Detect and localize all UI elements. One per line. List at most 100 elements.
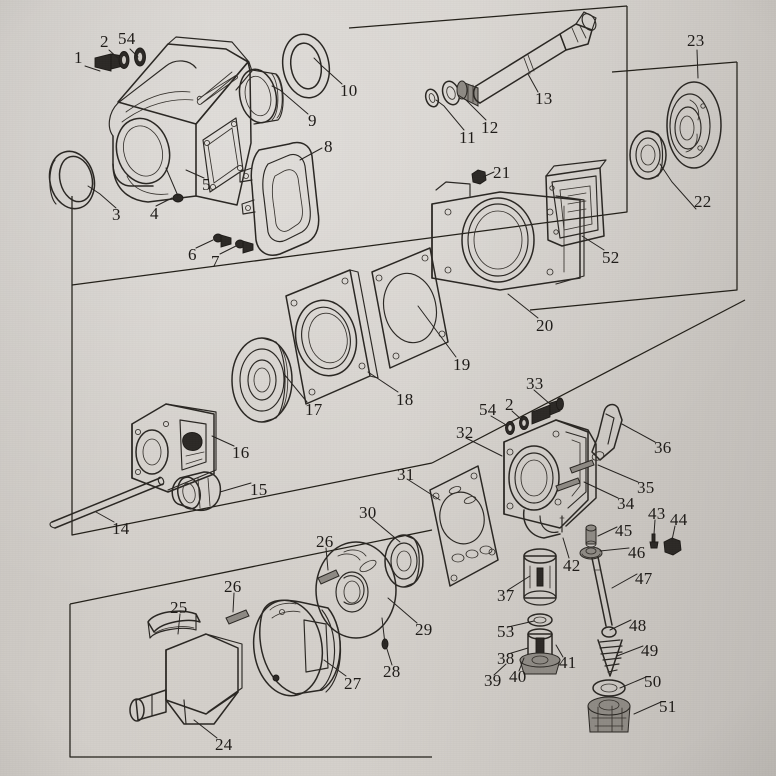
part-23-end-cap [666, 81, 722, 169]
part-20-cylinder-block [431, 181, 585, 291]
part-37-regulator [523, 548, 557, 606]
callout-3: 3 [112, 205, 121, 224]
callout-17: 17 [305, 400, 323, 419]
callout-42: 42 [563, 556, 580, 575]
part-54-washer [134, 47, 146, 67]
part-54b-washer [505, 421, 515, 435]
callout-8: 8 [324, 137, 333, 156]
callout-9: 9 [308, 111, 317, 130]
callout-26-a: 26 [316, 532, 333, 551]
callout-28: 28 [383, 662, 400, 681]
callout-35: 35 [637, 478, 654, 497]
callout-14: 14 [112, 519, 130, 538]
callout-29: 29 [415, 620, 432, 639]
panel-frames [69, 5, 746, 758]
part-22-bearing [629, 130, 667, 180]
callout-26-b: 26 [224, 577, 241, 596]
callout-45: 45 [615, 521, 632, 540]
part-31-gasket-plate [429, 465, 499, 587]
callout-53: 53 [497, 622, 514, 641]
part-47-valve-stem [591, 556, 613, 627]
group-middle-assembly [49, 247, 449, 529]
part-14-pin [49, 476, 165, 529]
part-16-rotor-housing [131, 403, 217, 493]
part-26a-pin [317, 569, 340, 585]
part-5-housing [108, 36, 253, 206]
part-36-trigger-lever [591, 403, 623, 461]
part-33-bolt [531, 397, 564, 425]
part-13-rotor-shaft [456, 11, 597, 107]
callout-18: 18 [396, 390, 413, 409]
part-48-ring [601, 626, 617, 638]
callout-7: 7 [211, 252, 220, 271]
callout-10: 10 [340, 81, 357, 100]
part-9-seal-cup [238, 68, 284, 125]
group-lower-left [129, 569, 342, 725]
callout-54-b: 54 [479, 400, 497, 419]
part-27-motor-barrel [252, 599, 342, 697]
callout-15: 15 [250, 480, 267, 499]
part-34-pin [555, 477, 581, 492]
part-51-end-cap [587, 696, 631, 733]
callout-31: 31 [397, 465, 414, 484]
part-52-end-plate [545, 159, 607, 247]
part-10-gasket-ring [281, 33, 331, 99]
callout-33: 33 [526, 374, 543, 393]
part-30-bearing [384, 534, 424, 588]
part-45-bushing [585, 524, 597, 548]
callout-4: 4 [150, 204, 159, 223]
part-8-handle-cover [239, 141, 320, 256]
callout-38: 38 [497, 649, 514, 668]
part-4-plug [165, 167, 184, 203]
part-40-41-base [519, 652, 561, 675]
part-53-oring [527, 613, 553, 627]
leader-lines [84, 48, 699, 739]
callout-54-a: 54 [118, 29, 136, 48]
callout-44: 44 [670, 510, 688, 529]
callout-13: 13 [535, 89, 552, 108]
part-11-washer [424, 88, 440, 108]
callout-50: 50 [644, 672, 661, 691]
callout-2-b: 2 [505, 395, 514, 414]
callout-52: 52 [602, 248, 619, 267]
part-17-bearing [231, 337, 293, 423]
part-32-valve-housing [503, 419, 597, 539]
callout-21: 21 [493, 163, 510, 182]
callout-32: 32 [456, 423, 473, 442]
panel-middle-frame [71, 285, 433, 536]
callout-36: 36 [654, 438, 671, 457]
callout-20: 20 [536, 316, 553, 335]
callout-39: 39 [484, 671, 501, 690]
callout-11: 11 [459, 128, 476, 147]
callout-23: 23 [687, 31, 704, 50]
part-49-spring [597, 639, 623, 677]
part-43-pin [649, 533, 659, 549]
callout-6: 6 [188, 245, 197, 264]
callout-19: 19 [453, 355, 470, 374]
callout-37: 37 [497, 586, 515, 605]
part-21-nut [471, 169, 487, 185]
callout-47: 47 [635, 569, 653, 588]
callout-25: 25 [170, 598, 187, 617]
callout-1: 1 [74, 48, 83, 67]
callout-43: 43 [648, 504, 665, 523]
part-7-screw [235, 239, 254, 254]
part-19-gasket [371, 247, 449, 369]
callout-2: 2 [100, 32, 109, 51]
callout-12: 12 [481, 118, 498, 137]
callout-30: 30 [359, 503, 376, 522]
callout-16: 16 [232, 443, 249, 462]
part-25-deflector [147, 610, 201, 639]
panel-lower-frame [69, 604, 432, 758]
part-44-nut [663, 537, 682, 556]
part-1-bolt [94, 53, 124, 72]
part-26b-pin [225, 609, 250, 625]
callout-41: 41 [559, 653, 576, 672]
group-rotor-shaft [424, 11, 722, 291]
callout-34: 34 [617, 494, 635, 513]
part-2-washer [118, 51, 130, 69]
group-upper-left-housing [48, 33, 331, 256]
callout-51: 51 [659, 697, 676, 716]
